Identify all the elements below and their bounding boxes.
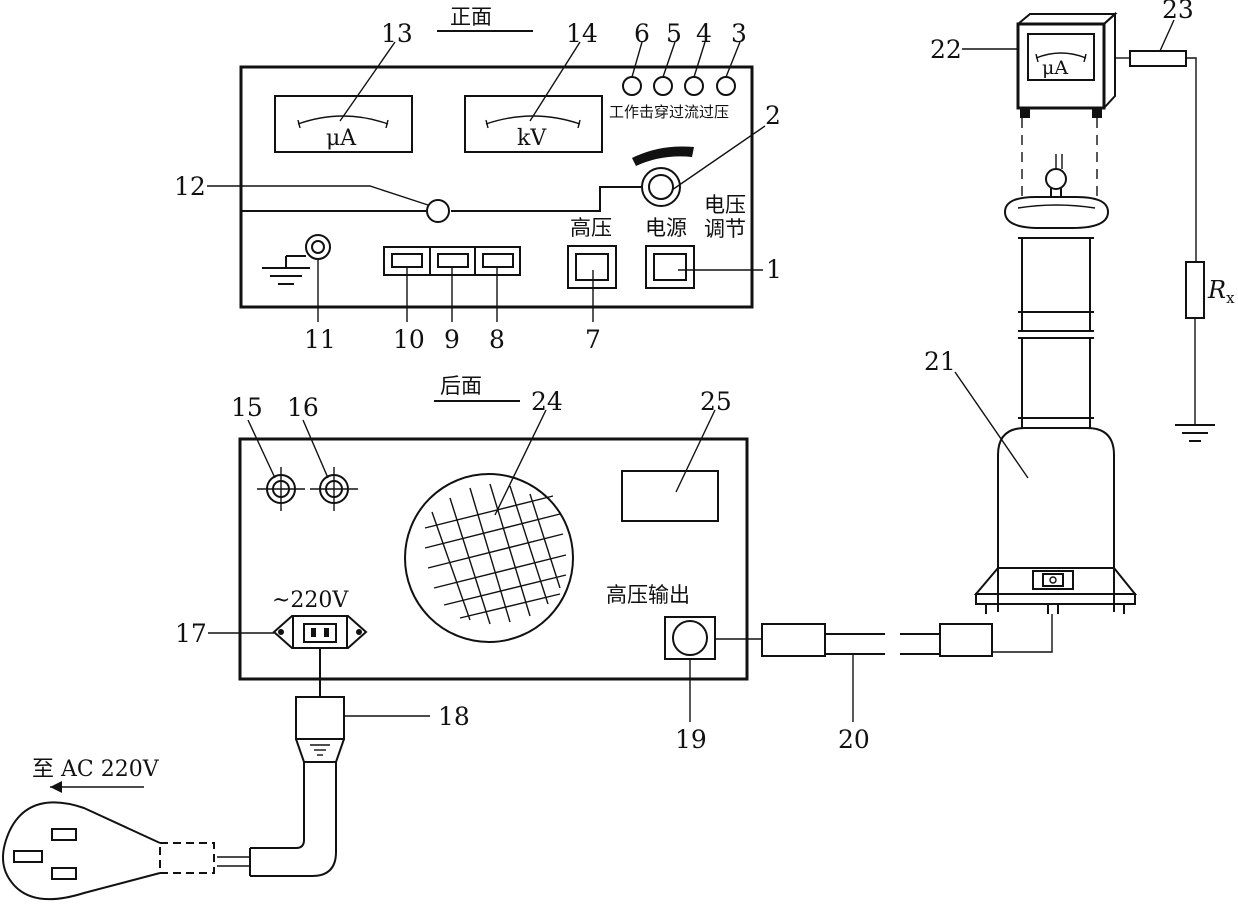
ground-terminal	[262, 234, 331, 285]
callout-numbers: 1 2 3 4 5 6 7 8 9 10 11 12 13 14 15 16 1…	[174, 0, 1194, 754]
test-resistor-circuit: Rx	[1115, 19, 1235, 442]
callout-16: 16	[287, 393, 319, 422]
callout-14: 14	[566, 19, 598, 48]
callout-6: 6	[634, 19, 650, 48]
mains-label: 至 AC 220V	[32, 757, 160, 782]
meter-ua-label: μA	[326, 126, 357, 151]
rear-panel: 后面	[238, 374, 749, 681]
fan-grille	[404, 473, 574, 643]
callout-24: 24	[531, 387, 563, 416]
callout-2: 2	[765, 101, 781, 130]
meter-kv-label: kV	[517, 126, 547, 151]
callout-7: 7	[585, 325, 601, 354]
callout-3: 3	[731, 19, 747, 48]
power-cord	[159, 648, 430, 877]
front-callouts	[207, 41, 766, 322]
resistor-subscript: x	[1226, 289, 1235, 307]
callout-8: 8	[489, 325, 505, 354]
callout-4: 4	[696, 19, 712, 48]
callout-21: 21	[924, 347, 956, 376]
callout-22: 22	[930, 35, 962, 64]
power-label: 电源	[645, 216, 687, 240]
callout-12: 12	[174, 172, 206, 201]
callout-18: 18	[438, 702, 470, 731]
indicator-labels: 工作击穿过流过压	[609, 103, 729, 121]
adjust-label-1: 电压	[704, 193, 746, 217]
front-title: 正面	[450, 5, 492, 29]
binding-posts	[257, 467, 358, 511]
ac-power-inlet: ~220V	[272, 588, 368, 649]
callout-25: 25	[700, 387, 732, 416]
callout-10: 10	[393, 325, 425, 354]
callout-15: 15	[231, 393, 263, 422]
power-button: 电源	[645, 216, 695, 289]
ac-voltage-label: ~220V	[272, 588, 349, 613]
tester-meter-label: μA	[1042, 57, 1068, 79]
hv-transformer	[973, 154, 1138, 614]
callout-20: 20	[838, 725, 870, 754]
callout-13: 13	[381, 19, 413, 48]
resistor-symbol: Rx	[1207, 276, 1235, 307]
callout-5: 5	[666, 19, 682, 48]
hv-cable	[715, 614, 1053, 722]
callout-19: 19	[675, 725, 707, 754]
adjust-label-2: 调节	[704, 217, 746, 241]
rear-callouts	[208, 409, 716, 722]
rear-title: 后面	[440, 374, 482, 398]
indicator-bulb	[426, 199, 450, 223]
mains-plug: 至 AC 220V	[2, 757, 161, 901]
resistor-r: R	[1207, 276, 1226, 304]
voltage-adjust-knob: 电压 调节	[632, 146, 746, 241]
callout-23: 23	[1162, 0, 1194, 24]
hv-output-label: 高压输出	[606, 583, 690, 607]
callout-17: 17	[175, 619, 207, 648]
dashed-guides	[1021, 118, 1098, 198]
callout-11: 11	[304, 325, 336, 354]
hv-output-connector: 高压输出	[606, 583, 716, 660]
callout-1: 1	[766, 255, 782, 284]
callout-9: 9	[444, 325, 460, 354]
nameplate-box	[621, 470, 719, 522]
microampere-meter-box: μA	[962, 11, 1118, 118]
hv-button: 高压	[567, 216, 617, 289]
hv-label: 高压	[570, 216, 612, 240]
